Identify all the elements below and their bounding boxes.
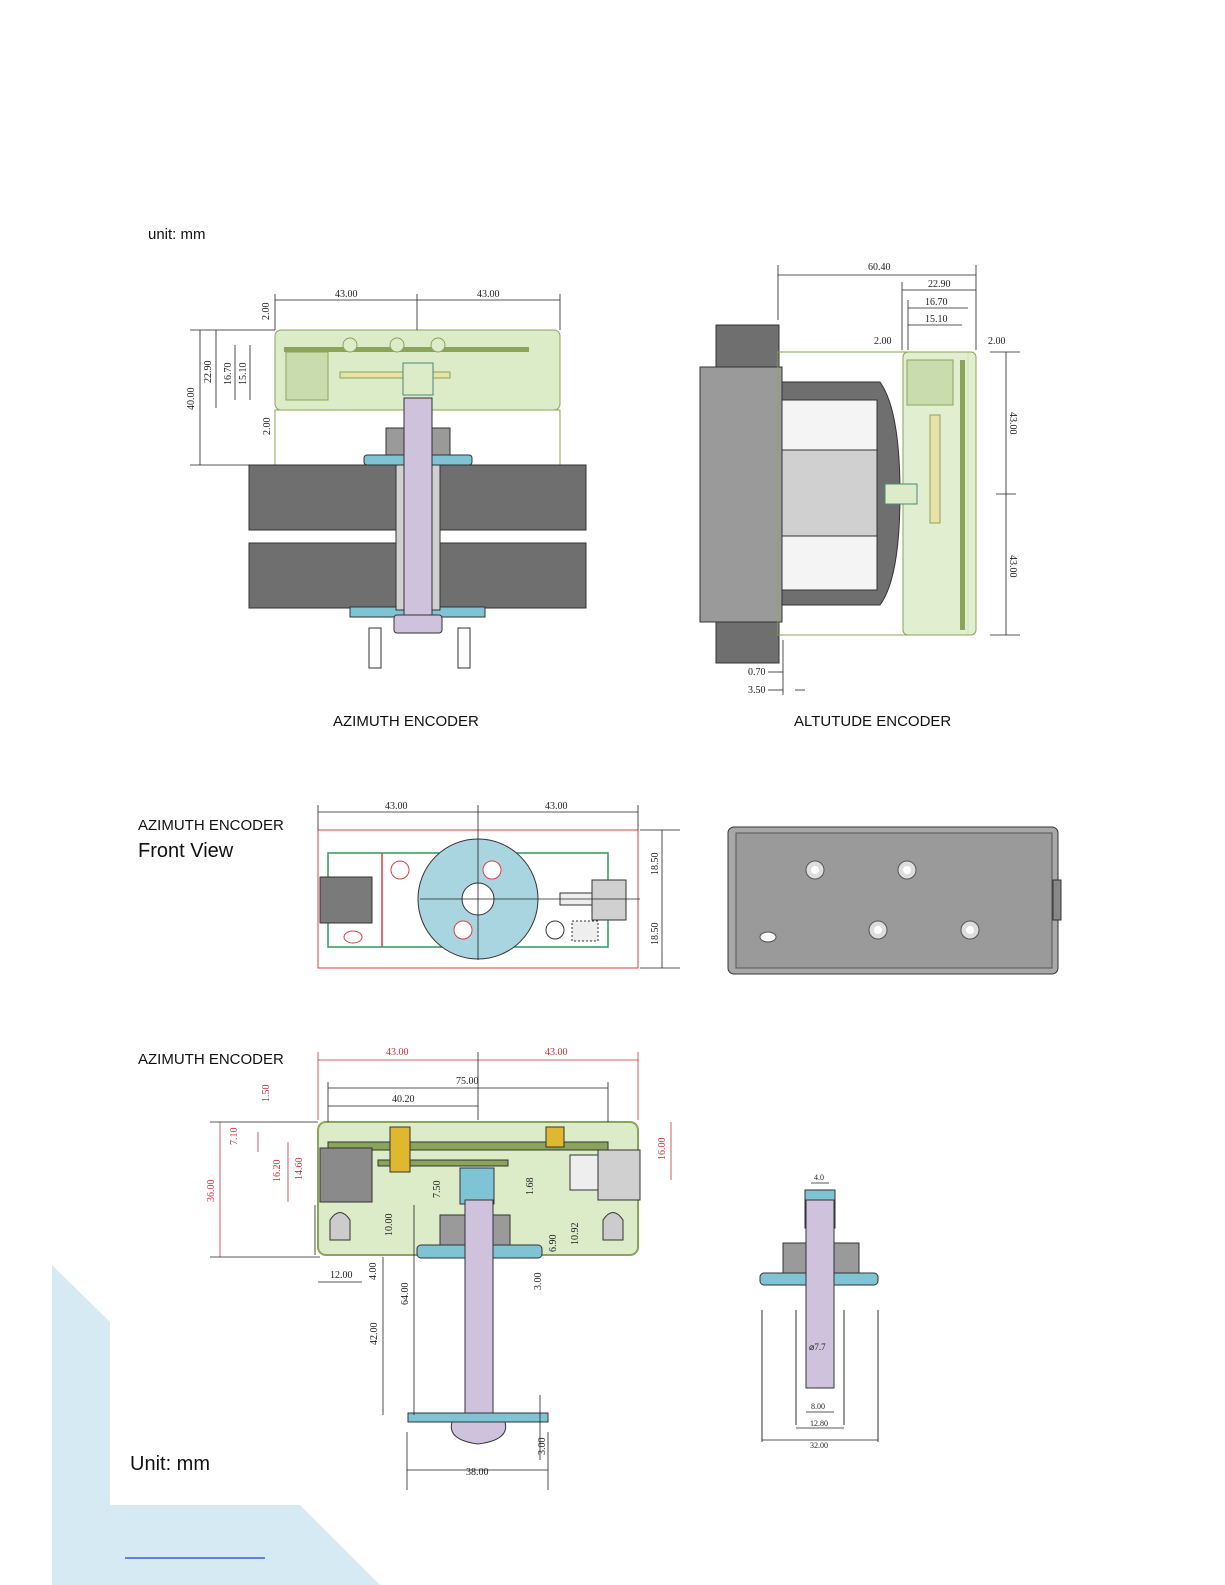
sv-dim-3600: 36.00 [206, 1180, 217, 1203]
alt-dim-350: 3.50 [748, 685, 766, 696]
sv-dim-150: 1.50 [261, 1085, 272, 1103]
alt-dim-151: 15.10 [925, 314, 948, 325]
fv-dim-w1: 43.00 [385, 801, 408, 812]
altitude-side-caption: ALTUTUDE ENCODER [794, 713, 952, 730]
sv-dim-300a: 3.00 [533, 1273, 544, 1291]
alt-dim-43b: 43.00 [1007, 555, 1018, 578]
sv-dim-75: 75.00 [456, 1076, 479, 1087]
front-view-subtitle: Front View [138, 840, 234, 862]
front-view-drawing: 43.00 43.00 18.50 18.50 [317, 801, 680, 969]
az-dim-2a: 2.00 [261, 303, 272, 321]
unit-label-bottom: Unit: mm [130, 1453, 210, 1475]
alt-dim-167: 16.70 [925, 297, 948, 308]
altitude-side-drawing: 60.40 22.90 16.70 15.10 2.00 2.00 43.00 … [699, 262, 1020, 696]
sv-dim-168: 1.68 [525, 1178, 536, 1196]
sv-dim-1000: 10.00 [384, 1214, 395, 1237]
azimuth-side-caption: AZIMUTH ENCODER [333, 713, 479, 730]
az-dim-151: 15.10 [238, 363, 249, 386]
back-plate-drawing [727, 826, 1062, 975]
sd-dim-in: 8.00 [811, 1402, 825, 1411]
fv-dim-w2: 43.00 [545, 801, 568, 812]
sv-dim-402: 40.20 [392, 1094, 415, 1105]
alt-dim-2a: 2.00 [874, 336, 892, 347]
sv-dim-690: 6.90 [548, 1235, 559, 1253]
alt-dim-43a: 43.00 [1007, 412, 1018, 435]
az-dim-40: 40.00 [186, 388, 197, 411]
sv-dim-3800: 38.00 [466, 1467, 489, 1478]
section-view-title: AZIMUTH ENCODER [138, 1051, 284, 1068]
shaft-detail-drawing: 4.0 ⌀7.7 8.00 12.80 32.00 [759, 1173, 879, 1450]
unit-label-top: unit: mm [148, 226, 206, 243]
sv-dim-6400: 64.00 [400, 1283, 411, 1306]
az-dim-w1: 43.00 [335, 289, 358, 300]
sv-dim-750: 7.50 [432, 1181, 443, 1199]
sd-dim-dia: ⌀7.7 [809, 1342, 826, 1352]
sv-dim-1620: 16.20 [272, 1160, 283, 1183]
sd-dim-top: 4.0 [814, 1173, 824, 1182]
alt-dim-229: 22.90 [928, 279, 951, 290]
sv-dim-300b: 3.00 [537, 1438, 548, 1456]
az-dim-w2: 43.00 [477, 289, 500, 300]
sv-dim-710: 7.10 [229, 1128, 240, 1146]
alt-dim-070: 0.70 [748, 667, 766, 678]
sv-dim-4200: 42.00 [369, 1323, 380, 1346]
sd-dim-out: 32.00 [810, 1441, 828, 1450]
section-view-drawing: 43.00 43.00 75.00 40.20 1.50 7.10 16.20 … [206, 1047, 672, 1490]
front-view-title: AZIMUTH ENCODER [138, 817, 284, 834]
sv-dim-w1: 43.00 [386, 1047, 409, 1058]
sv-dim-1200: 12.00 [330, 1270, 353, 1281]
az-dim-229: 22.90 [203, 361, 214, 384]
alt-dim-2b: 2.00 [988, 336, 1006, 347]
sv-dim-1600: 16.00 [657, 1138, 668, 1161]
fv-dim-h2: 18.50 [650, 923, 661, 946]
sv-dim-1092: 10.92 [570, 1223, 581, 1246]
sv-dim-400: 4.00 [368, 1263, 379, 1281]
azimuth-side-drawing: 43.00 43.00 2.00 2.00 40.00 22.90 16.70 … [186, 289, 587, 669]
sv-dim-1460: 14.60 [294, 1158, 305, 1181]
sv-dim-w2: 43.00 [545, 1047, 568, 1058]
alt-dim-604: 60.40 [868, 262, 891, 273]
az-dim-167: 16.70 [223, 363, 234, 386]
az-dim-2b: 2.00 [262, 418, 273, 436]
sd-dim-mid: 12.80 [810, 1419, 828, 1428]
fv-dim-h1: 18.50 [650, 853, 661, 876]
